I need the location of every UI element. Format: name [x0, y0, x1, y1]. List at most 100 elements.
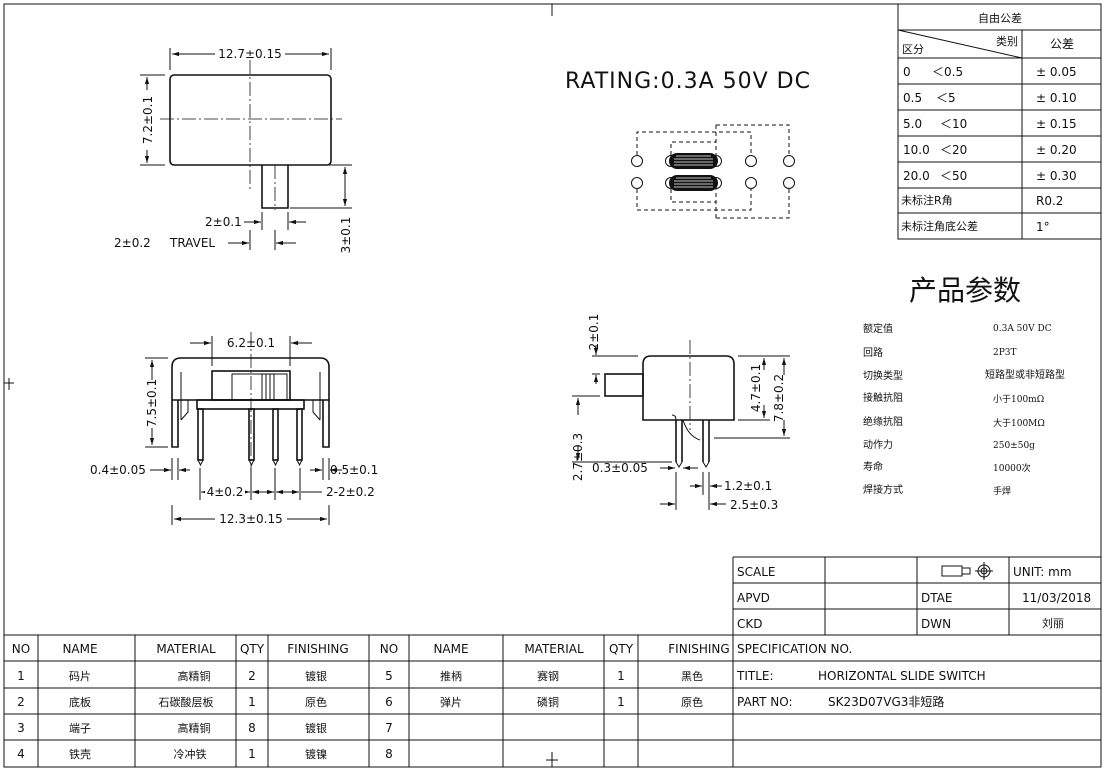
tol-r-label: 未标注R角: [901, 193, 953, 207]
bom-cell: 石碳酸层板: [159, 695, 214, 709]
date-label: DTAE: [921, 591, 952, 605]
front-view: 6.2±0.1 7.5±0.1 0.4±0.05 0.5±0.1 4±0.2 2…: [90, 332, 378, 526]
param-label: 接触抗阻: [863, 391, 903, 404]
drawer-name: 刘丽: [1042, 617, 1064, 630]
bom-cell: 1: [248, 747, 256, 761]
dim-pitch-2: 2-2±0.2: [326, 485, 375, 499]
bom-cell: 高精铜: [178, 721, 211, 735]
dim-overall: 12.3±0.15: [219, 512, 283, 526]
dim-tab: 1.2±0.1: [724, 479, 772, 493]
bom-cell: 1: [617, 669, 625, 683]
bom-header-qty: QTY: [240, 642, 265, 656]
bom-cell: 4: [17, 747, 25, 761]
param-label: 寿命: [863, 460, 883, 473]
side-view: 2±0.1 2.7±0.3 4.7±0.1 7.8±0.2 0.3±0.05 1…: [571, 314, 790, 512]
tol-r-value: R0.2: [1036, 194, 1063, 208]
top-view: 12.7±0.15 7.2±0.1 3±0.1 2±0.1 2±0.2 TRAV…: [114, 47, 353, 253]
scale-label: SCALE: [737, 565, 775, 579]
bom-header-material: MATERIAL: [156, 642, 216, 656]
param-value: 小于100mΩ: [993, 394, 1044, 405]
param-value: 短路型或非短路型: [985, 368, 1065, 381]
tol-to: ＜10: [940, 117, 967, 131]
bom-row: 1 码片 高精铜 2 镀银 5 推柄 赛钢 1 黑色: [17, 669, 703, 683]
circuit-schematic: [631, 124, 795, 219]
spec-label: SPECIFICATION NO.: [737, 642, 852, 656]
tol-to: ＜0.5: [932, 65, 963, 79]
tol-value: ± 0.10: [1036, 91, 1077, 105]
part-value: SK23D07VG3非短路: [828, 694, 944, 709]
title-label: TITLE:: [736, 669, 774, 683]
dim-height: 7.2±0.1: [141, 96, 155, 144]
bom-header-name: NAME: [62, 642, 97, 656]
bom-cell: 2: [17, 695, 25, 709]
dim-front-height: 7.5±0.1: [145, 379, 159, 427]
bom-cell: 推柄: [440, 669, 462, 683]
bom-cell: 5: [385, 669, 393, 683]
bom-cell: 1: [617, 695, 625, 709]
title-block: SCALE UNIT: mm APVD DTAE 11/03/2018 CKD …: [4, 556, 1101, 767]
tol-from: 10.0: [903, 143, 930, 157]
title-value: HORIZONTAL SLIDE SWITCH: [818, 669, 986, 683]
dim-width: 12.7±0.15: [218, 47, 282, 61]
dim-pitch: 4±0.2: [207, 485, 244, 499]
tolerance-title: 自由公差: [978, 11, 1022, 25]
params-title: 产品参数: [909, 274, 1021, 307]
product-params: 产品参数 额定值 0.3A 50V DC 回路 2P3T 切换类型 短路型或非短…: [863, 274, 1065, 497]
dim-pin-width-2: 0.5±0.1: [330, 463, 378, 477]
tol-from: 0: [903, 65, 911, 79]
dwn-label: DWN: [921, 617, 951, 631]
bom-cell: 磷铜: [537, 695, 559, 709]
param-label: 焊接方式: [863, 483, 903, 496]
bom-cell: 6: [385, 695, 393, 709]
bom-cell: 3: [17, 721, 25, 735]
contact-bar-1: [669, 153, 718, 169]
bom-cell: 冷冲铁: [174, 747, 207, 761]
projection-symbol-icon: [941, 562, 993, 580]
bom-header-finishing: FINISHING: [287, 642, 348, 656]
bom-header-qty-2: QTY: [609, 642, 634, 656]
bom-cell: 7: [385, 721, 393, 735]
dim-body-height: 4.7±0.1: [749, 364, 763, 412]
bom-cell: 码片: [69, 670, 91, 683]
bom-cell: 1: [248, 695, 256, 709]
tolerance-zone-header: 区分: [902, 43, 924, 56]
dim-knob: 2±0.1: [587, 314, 601, 351]
part-label: PART NO:: [737, 695, 793, 709]
bom-cell: 2: [248, 669, 256, 683]
param-value: 手焊: [993, 485, 1011, 497]
dim-pin-width: 0.4±0.05: [90, 463, 146, 477]
bom-header-finishing-2: FINISHING: [668, 642, 729, 656]
param-label: 额定值: [863, 322, 893, 335]
param-label: 切换类型: [863, 369, 903, 382]
tol-value: ± 0.15: [1036, 117, 1077, 131]
tolerance-table: 自由公差 类别 区分 公差 0 ＜0.5 ± 0.05 0.5 ＜5 ± 0.1…: [897, 3, 1102, 240]
bom-row: 4 铁壳 冷冲铁 1 镀镍 8: [17, 747, 393, 761]
bom-cell: 弹片: [440, 695, 462, 709]
bom-cell: 1: [17, 669, 25, 683]
param-value: 0.3A 50V DC: [993, 324, 1052, 334]
dim-pin-thickness: 0.3±0.05: [592, 461, 648, 475]
bom-cell: 镀银: [305, 669, 327, 683]
bom-cell: 黑色: [681, 669, 703, 683]
tol-from: 5.0: [903, 117, 922, 131]
dim-travel: 2±0.2: [114, 236, 151, 250]
param-label: 动作力: [863, 438, 893, 451]
bom-row: 2 底板 石碳酸层板 1 原色 6 弹片 磷铜 1 原色: [17, 695, 703, 709]
bom-row: 3 端子 高精铜 8 镀银 7: [17, 721, 393, 735]
param-value: 大于100MΩ: [993, 417, 1045, 429]
tol-from: 0.5: [903, 91, 922, 105]
bom-header-no: NO: [12, 642, 30, 656]
bom-cell: 端子: [69, 722, 91, 735]
dim-span: 2.5±0.3: [730, 498, 778, 512]
bom-table: NO NAME MATERIAL QTY FINISHING NO NAME M…: [4, 635, 733, 767]
tol-from: 20.0: [903, 169, 930, 183]
bom-cell: 铁壳: [69, 747, 91, 761]
bom-cell: 赛钢: [537, 669, 559, 683]
tol-to: ＜20: [940, 143, 967, 157]
bom-cell: 镀银: [305, 721, 327, 735]
bom-cell: 8: [248, 721, 256, 735]
contact-bar-2: [669, 175, 718, 191]
tol-to: ＜50: [940, 169, 967, 183]
dim-side-overall: 7.8±0.2: [772, 374, 786, 422]
